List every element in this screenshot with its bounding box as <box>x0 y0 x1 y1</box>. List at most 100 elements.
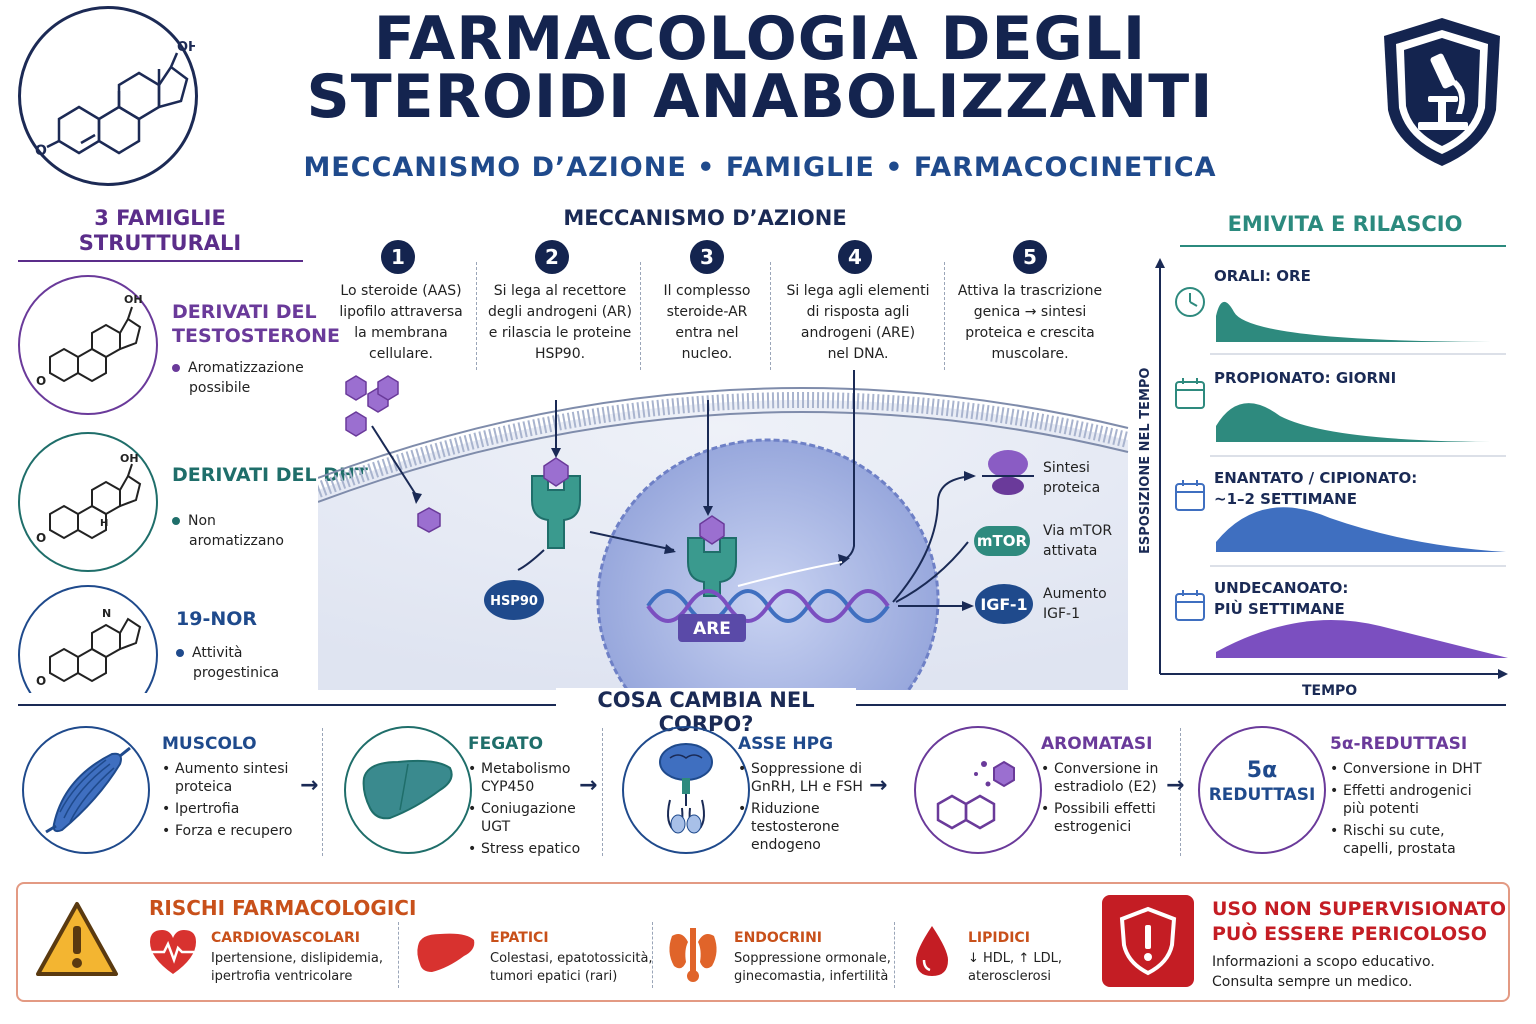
bullet-dot: • <box>1041 801 1050 817</box>
membrane-outer-line <box>318 387 1129 479</box>
calendar-icon <box>1175 590 1205 621</box>
are-binding-line <box>737 561 843 587</box>
organ-bullet: •Conversione in DHT <box>1330 761 1482 777</box>
liver-risk-icon <box>417 933 475 972</box>
shield-microscope-icon <box>1378 14 1506 170</box>
calendar-icon <box>1175 480 1205 511</box>
nuclear-receptor-complex <box>687 537 737 597</box>
bullet-dot: • <box>468 761 477 777</box>
risk-endocrine-text: Soppressione ormonale,ginecomastia, infe… <box>734 951 891 984</box>
bullet-dot: • <box>162 823 171 839</box>
entry-arrow <box>371 425 419 499</box>
svg-text:O: O <box>36 374 46 388</box>
step-3-number: 3 <box>690 240 724 274</box>
family-testosterone-bullet: Aromatizzazione possibile <box>172 358 304 398</box>
risk-divider <box>652 922 653 988</box>
svg-text:O: O <box>35 143 47 159</box>
nor19-structure-wrap: N O <box>18 585 160 693</box>
flow-arrow: → <box>869 773 888 798</box>
bullet-dot: • <box>162 801 171 817</box>
cell-membrane <box>318 392 1130 498</box>
blood-drop-icon <box>916 926 948 976</box>
bullet-dot <box>172 364 180 372</box>
halflife-propionate-label: PROPIONATO: GIORNI <box>1214 369 1397 387</box>
svg-text:OH: OH <box>124 293 143 306</box>
svg-text:OH: OH <box>120 452 139 465</box>
nuclear-steroid <box>699 515 725 545</box>
organ-bullet: •Rischi su cute,capelli, prostata <box>1330 823 1456 857</box>
svg-text:OH: OH <box>177 40 195 55</box>
risks-panel <box>16 882 1510 1002</box>
output-arrow-protein <box>892 475 975 603</box>
step2-pointer-head <box>551 448 561 458</box>
warning-text: Informazioni a scopo educativo.Consulta … <box>1212 954 1435 990</box>
muscle-icon <box>45 746 131 834</box>
hsp90-bubble <box>484 580 544 620</box>
family-19nor-name: 19-NOR <box>176 608 258 630</box>
organ-bullet: •Forza e recupero <box>162 823 293 839</box>
testosterone-structure: OH O <box>18 275 158 415</box>
step-4-number: 4 <box>838 240 872 274</box>
bullet-dot <box>176 649 184 657</box>
output-arrowhead <box>962 601 974 611</box>
hsp90-release-arrow <box>517 549 545 571</box>
svg-text:H: H <box>100 518 108 529</box>
svg-text:N: N <box>102 607 111 620</box>
families-title: 3 FAMIGLIE STRUTTURALI <box>78 206 242 255</box>
membrane-inner-line <box>318 411 1129 503</box>
bullet-dot: • <box>1041 761 1050 777</box>
family-testosterone-name: DERIVATI DEL TESTOSTERONE <box>172 301 341 347</box>
organ-aromatase-title: AROMATASI <box>1041 734 1153 754</box>
steroid-structure-logo: OH O <box>18 6 199 186</box>
organ-bullet: •Stress epatico <box>468 841 581 857</box>
kidneys-icon <box>669 928 717 982</box>
page-subtitle: MECCANISMO D’AZIONE • FAMIGLIE • FARMACO… <box>303 152 1217 183</box>
reductase-circle: 5α REDUTTASI <box>1198 726 1326 854</box>
svg-text:IGF-1: IGF-1 <box>980 595 1027 614</box>
halflife-title: EMIVITA E RILASCIO <box>1227 212 1463 236</box>
igf1-bubble <box>975 584 1033 624</box>
flow-arrow: → <box>1166 773 1185 798</box>
bullet-dot: • <box>468 801 477 817</box>
step-1-number: 1 <box>381 240 415 274</box>
dht-structure: OH H O <box>18 432 158 572</box>
aromatase-circle <box>914 726 1042 854</box>
bullet-dot: • <box>1330 823 1339 839</box>
risk-divider <box>894 922 895 988</box>
output-arrowhead <box>964 471 976 481</box>
calendar-icon <box>1175 378 1205 409</box>
step-2-number: 2 <box>535 240 569 274</box>
liver-icon <box>362 759 453 820</box>
organ-reductase-title: 5α-REDUTTASI <box>1330 734 1468 754</box>
shield-alert-icon <box>1102 895 1194 987</box>
output-arrow-mtor <box>895 541 969 603</box>
curve-propionate <box>1216 403 1506 442</box>
organ-bullet: •Ipertrofia <box>162 801 240 817</box>
svg-text:HSP90: HSP90 <box>490 594 538 609</box>
organ-divider <box>322 728 323 856</box>
risk-liver-title: EPATICI <box>490 930 549 946</box>
liver-circle <box>344 726 472 854</box>
heart-icon <box>150 930 196 974</box>
step-5-number: 5 <box>1013 240 1047 274</box>
organ-hpg-title: ASSE HPG <box>738 734 834 754</box>
flow-arrow: → <box>579 773 598 798</box>
halflife-chart <box>1155 258 1508 679</box>
curve-undecanoate <box>1216 619 1508 658</box>
